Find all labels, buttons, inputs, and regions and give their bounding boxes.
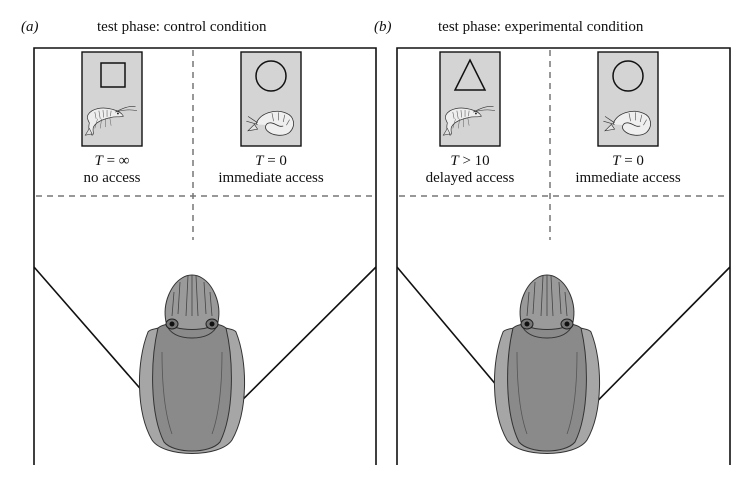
panel-a xyxy=(33,47,377,465)
panel-title-b: test phase: experimental condition xyxy=(438,19,644,35)
option-caption-triangle: T > 10 delayed access xyxy=(380,153,560,187)
stimulus-card-triangle xyxy=(439,51,501,147)
cuttlefish-icon xyxy=(138,274,246,454)
access-description: immediate access xyxy=(575,170,681,186)
stimulus-card-circle-b xyxy=(597,51,659,147)
access-description: immediate access xyxy=(218,170,324,186)
t-variable: T xyxy=(612,153,621,169)
t-variable: T xyxy=(255,153,264,169)
panel-label-b: (b) xyxy=(374,19,392,35)
circle-symbol-icon xyxy=(612,60,644,92)
stimulus-card-square xyxy=(81,51,143,147)
t-value: > 10 xyxy=(458,153,490,169)
square-symbol-icon xyxy=(100,62,126,88)
panel-b xyxy=(396,47,731,465)
t-value: = 0 xyxy=(263,153,287,169)
access-description: no access xyxy=(83,170,141,186)
cuttlefish-icon xyxy=(493,274,601,454)
panel-label-a: (a) xyxy=(21,19,39,35)
stimulus-card-circle-a xyxy=(240,51,302,147)
triangle-symbol-icon xyxy=(453,58,487,91)
t-value: = ∞ xyxy=(102,153,130,169)
option-caption-square: T = ∞ no access xyxy=(22,153,202,187)
access-description: delayed access xyxy=(425,170,515,186)
option-caption-circle-b: T = 0 immediate access xyxy=(538,153,718,187)
circle-symbol-icon xyxy=(255,60,287,92)
t-variable: T xyxy=(94,153,103,169)
t-variable: T xyxy=(450,153,459,169)
option-caption-circle-a: T = 0 immediate access xyxy=(181,153,361,187)
dashed-dividers-a xyxy=(36,50,374,240)
panel-title-a: test phase: control condition xyxy=(97,19,267,35)
t-value: = 0 xyxy=(620,153,644,169)
dashed-dividers-b xyxy=(399,50,728,240)
